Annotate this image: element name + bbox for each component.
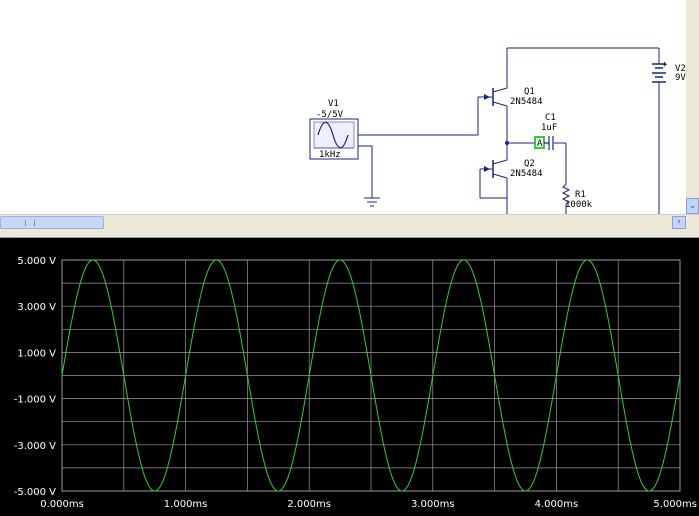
chevron-down-icon: ⌄ bbox=[688, 201, 697, 211]
q2-label: Q2 bbox=[524, 159, 535, 169]
junction-dot bbox=[505, 141, 509, 145]
q1-model: 2N5484 bbox=[510, 97, 543, 107]
x-tick-label: 3.000ms bbox=[411, 499, 455, 510]
probe-label: A bbox=[537, 139, 543, 149]
scroll-right-button[interactable]: › bbox=[672, 216, 686, 229]
scrollbar-corner bbox=[686, 216, 699, 230]
c1-label: C1 bbox=[545, 113, 556, 123]
v2-label: V2 bbox=[675, 64, 686, 74]
r1-resistor-icon[interactable] bbox=[561, 183, 571, 205]
c1-value: 1uF bbox=[541, 123, 557, 133]
q1-transistor-icon[interactable] bbox=[492, 87, 508, 107]
y-tick-label: -5.000 V bbox=[14, 487, 56, 498]
trace-line bbox=[61, 259, 681, 492]
sine-icon bbox=[317, 121, 349, 149]
x-tick-label: 2.000ms bbox=[287, 499, 331, 510]
y-tick-label: 1.000 V bbox=[17, 348, 56, 359]
x-tick-label: 4.000ms bbox=[535, 499, 579, 510]
r1-label: R1 bbox=[575, 190, 586, 200]
horizontal-scrollbar[interactable]: › bbox=[0, 214, 699, 230]
scope-chart: 5.000 V 3.000 V 1.000 V -1.000 V -3.000 V -5.… bbox=[14, 256, 697, 510]
x-tick-label: 5.000ms bbox=[653, 499, 697, 510]
v1-freq: 1kHz bbox=[319, 150, 341, 160]
v2-value: 9V bbox=[675, 73, 686, 83]
schematic-canvas[interactable]: V1 -5/5V 1kHz Q1 2N5484 Q2 2N5484 A bbox=[0, 0, 699, 216]
r1-value: 1000k bbox=[565, 200, 593, 210]
oscilloscope-display: 5.000 V 3.000 V 1.000 V -1.000 V -3.000 V -5.… bbox=[0, 238, 699, 516]
y-tick-label: 5.000 V bbox=[17, 256, 56, 267]
scroll-down-button[interactable]: ⌄ bbox=[686, 198, 699, 214]
v2-polarity: + bbox=[662, 60, 668, 70]
q2-model: 2N5484 bbox=[510, 169, 543, 179]
v1-value: -5/5V bbox=[316, 110, 344, 120]
ground-icon bbox=[364, 197, 380, 207]
grip-icon bbox=[25, 220, 35, 226]
y-tick-label: -3.000 V bbox=[14, 441, 56, 452]
horizontal-scroll-thumb[interactable] bbox=[0, 216, 104, 229]
x-tick-label: 0.000ms bbox=[40, 499, 84, 510]
chevron-right-icon: › bbox=[677, 217, 681, 227]
v2-battery-icon[interactable] bbox=[652, 63, 666, 83]
v1-label: V1 bbox=[328, 99, 339, 109]
v1-source[interactable] bbox=[309, 118, 359, 160]
y-tick-label: -1.000 V bbox=[14, 395, 56, 406]
q1-label: Q1 bbox=[524, 87, 535, 97]
y-tick-label: 3.000 V bbox=[17, 302, 56, 313]
q2-transistor-icon[interactable] bbox=[492, 159, 508, 179]
x-tick-label: 1.000ms bbox=[164, 499, 208, 510]
vertical-scrollbar[interactable] bbox=[686, 0, 699, 216]
c1-capacitor-icon[interactable] bbox=[544, 136, 554, 150]
pane-splitter[interactable] bbox=[0, 230, 699, 238]
